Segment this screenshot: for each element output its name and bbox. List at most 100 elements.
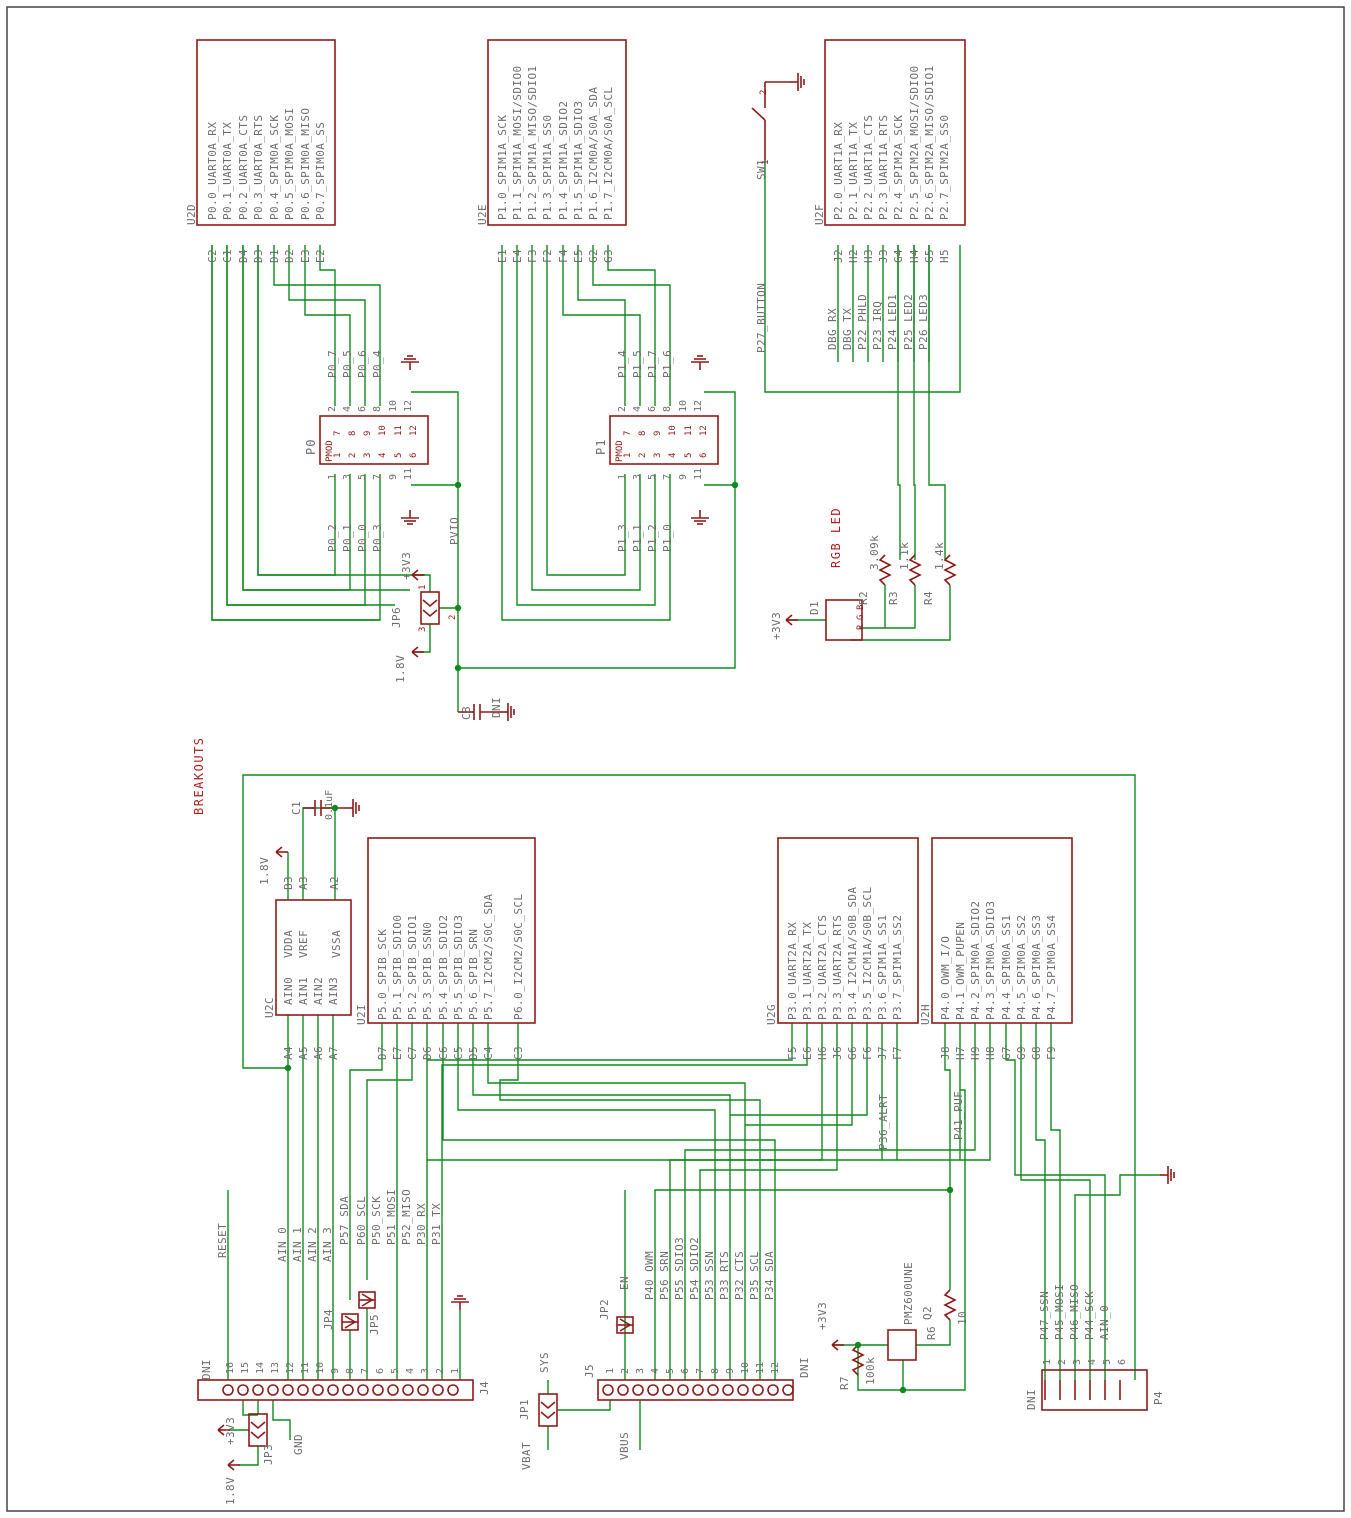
wire — [501, 245, 671, 621]
sw1-ref: SW1 — [755, 159, 768, 180]
u2d-signal: P0.4_SPIM0A_SCK — [268, 115, 281, 220]
u2f-body — [824, 39, 966, 226]
wire — [531, 245, 641, 591]
wire — [607, 245, 656, 406]
u2i-signal: P5.3_SPIB_SSN0 — [421, 922, 434, 1020]
rgb-rail-arrow — [785, 614, 793, 621]
r6-zig — [943, 1289, 957, 1321]
rgb-resistor — [943, 554, 957, 586]
u2i-signal: P6.0_I2CM2/S0C_SCL — [512, 894, 525, 1020]
u2g-pin: H6 — [816, 1046, 829, 1060]
j5-pin: 8 — [710, 1368, 721, 1374]
p1-pin-bottom: 11 — [693, 468, 704, 480]
jp6-top: +3V3 — [400, 552, 413, 580]
jp3-arrow — [227, 1464, 235, 1471]
p0-net-bottom: P0_1 — [341, 524, 354, 552]
u2d-pin: E3 — [299, 249, 312, 263]
j5-pin: 2 — [620, 1368, 631, 1374]
wire — [457, 1023, 716, 1380]
u2c-left-pin: A4 — [282, 1046, 295, 1060]
j4-pin-circle — [447, 1384, 459, 1396]
jp3-arrow — [217, 1429, 225, 1436]
u2g-pin: J6 — [831, 1046, 844, 1060]
p1-net-bottom: P1_3 — [616, 524, 629, 552]
rgb-res-value: 1.4k — [933, 542, 946, 570]
u2e-pin: E1 — [496, 249, 509, 263]
wire — [557, 1400, 611, 1411]
u2h-pin: G9 — [1015, 1046, 1028, 1060]
p4-value: DNI — [1025, 1389, 1038, 1410]
p0-inner: 10 — [378, 425, 388, 436]
u2c-right-pin: A2 — [328, 876, 341, 890]
jp5 — [361, 1293, 374, 1307]
u2g-pin: E6 — [801, 1046, 814, 1060]
j5-pin-circle — [707, 1384, 719, 1396]
u2f-signal: P2.6_SPIM2A_MISO/SDIO1 — [923, 66, 936, 221]
jp3-bottom: 1.8V — [224, 1477, 237, 1505]
j4-pin: 9 — [330, 1368, 341, 1374]
u2d-pin: C2 — [206, 249, 219, 263]
wire — [273, 245, 381, 406]
jp2 — [619, 1318, 632, 1332]
j4-pin: 11 — [300, 1362, 311, 1374]
u2c-left: AIN3 — [327, 977, 340, 1005]
jp4-ref: JP4 — [322, 1309, 335, 1330]
rgb-res-value: 1.1k — [898, 542, 911, 570]
j5-net: P35_SCL — [748, 1251, 761, 1300]
breakouts-label: BREAKOUTS — [192, 736, 206, 815]
u2h-signal: P4.7_SPIM0A_SS4 — [1045, 915, 1058, 1020]
j4-pin: 16 — [225, 1362, 236, 1374]
j4-pin-circle — [402, 1384, 414, 1396]
u2i-signal: P5.5_SPIB_SDIO3 — [452, 915, 465, 1020]
u2g-signal: P3.0_UART2A_RX — [786, 922, 799, 1020]
q2-rail: +3V3 — [816, 1302, 829, 1330]
j4-body — [197, 1379, 474, 1401]
p4-pin: 5 — [1102, 1359, 1113, 1365]
j5-pin: 7 — [695, 1368, 706, 1374]
p0-net-bottom: P0_2 — [326, 524, 339, 552]
p1-inner: 9 — [653, 431, 663, 436]
wire — [745, 1023, 853, 1126]
jp6 — [422, 609, 438, 618]
p1-pin-bottom: 9 — [678, 474, 689, 480]
p1-inner: 5 — [684, 453, 694, 458]
r7-value: 100k — [864, 1357, 877, 1385]
j5-pin: 3 — [635, 1368, 646, 1374]
u2d-signal: P0.0_UART0A_RX — [206, 122, 219, 220]
rgb-rail: +3V3 — [770, 612, 783, 640]
u2e-pin: G2 — [587, 249, 600, 263]
p0-net-top: P0_5 — [341, 350, 354, 378]
wire — [442, 1023, 776, 1380]
p0-net-bottom: P0_3 — [371, 524, 384, 552]
j4-net: AIN_1 — [291, 1227, 304, 1262]
j5-value: DNI — [798, 1357, 811, 1378]
r7-zig — [851, 1344, 865, 1376]
p1-inner: 7 — [623, 431, 633, 436]
p4-pin: 1 — [1042, 1359, 1053, 1365]
rgb-res-ref: R4 — [922, 591, 935, 605]
jp6-bottom: 1.8V — [394, 655, 407, 683]
wire — [242, 1400, 258, 1416]
jp5-ref: JP5 — [368, 1314, 381, 1335]
jp3-arrow — [227, 1459, 235, 1466]
j4-value: DNI — [200, 1359, 213, 1380]
u2c-body — [275, 899, 352, 1016]
p1-net-bottom: P1_2 — [646, 524, 659, 552]
u2d-ref: U2D — [185, 204, 198, 225]
p1-net-top: P1_4 — [616, 350, 629, 378]
p0-inner: 9 — [363, 431, 373, 436]
j5-pin: 11 — [755, 1362, 766, 1374]
wire — [577, 245, 626, 406]
p1-net-top: P1_7 — [646, 350, 659, 378]
u2c-right: VSSA — [330, 930, 343, 958]
jp2-net: EN — [618, 1276, 631, 1290]
j4-net: P57_SDA — [338, 1196, 351, 1245]
u2i-pin: C6 — [437, 1046, 450, 1060]
u2f-pin: H3 — [862, 249, 875, 263]
u2f-net: P25_LED2 — [902, 294, 915, 350]
j4-pin-circle — [327, 1384, 339, 1396]
j5-pin-circle — [692, 1384, 704, 1396]
u2h-pin: G8 — [1030, 1046, 1043, 1060]
u2c-right: VREF — [297, 930, 310, 958]
